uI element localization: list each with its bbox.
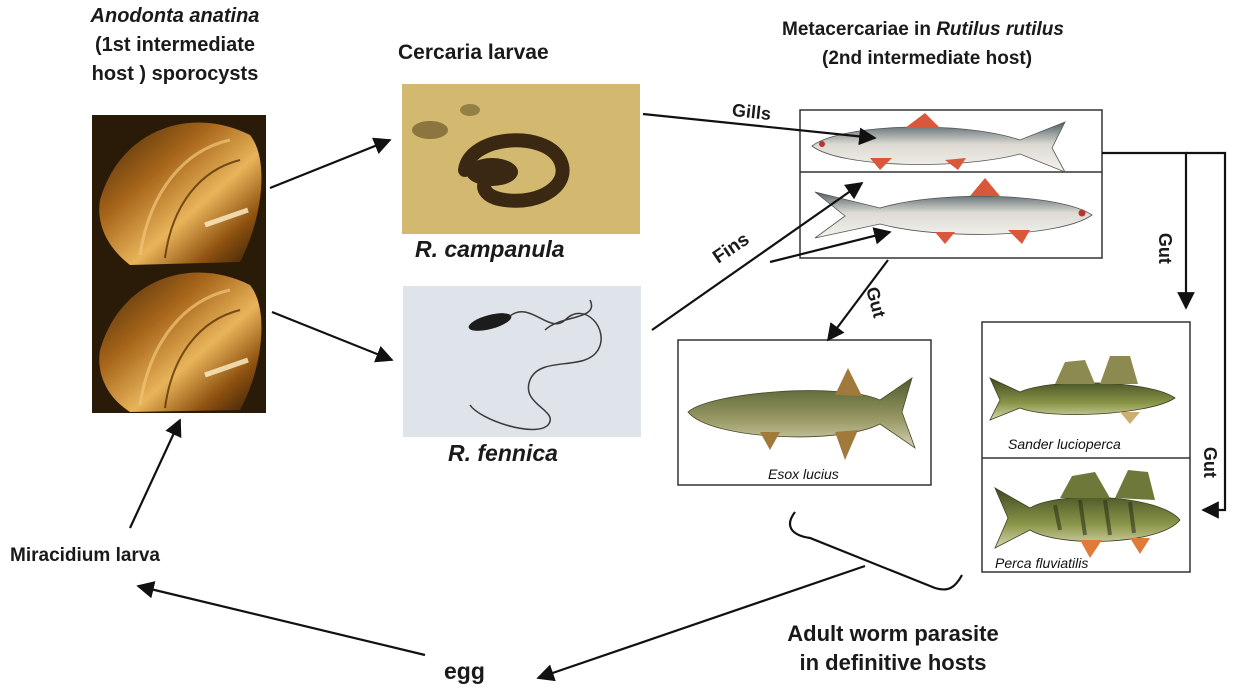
campanula-label: R. campanula bbox=[415, 236, 565, 262]
first-host-line3: host ) sporocysts bbox=[75, 63, 275, 86]
egg-label: egg bbox=[444, 658, 485, 684]
second-host-title: Metacercariae in Rutilus rutilus bbox=[782, 19, 1064, 41]
clam-photo-lower bbox=[92, 265, 266, 413]
perch-caption: Perca fluviatilis bbox=[995, 555, 1088, 571]
route-gut-zander: Gut bbox=[1154, 233, 1175, 264]
arrow-miracidium-to-clam bbox=[130, 420, 180, 528]
arrow-clam-to-campanula bbox=[270, 140, 390, 188]
second-host-title-prefix: Metacercariae in bbox=[782, 19, 936, 40]
campanula-photo bbox=[402, 84, 640, 234]
pike-box bbox=[678, 340, 931, 485]
second-host-title-species: Rutilus rutilus bbox=[936, 19, 1064, 40]
definitive-caption-line2: in definitive hosts bbox=[728, 650, 1058, 675]
first-host-species: Anodonta anatina bbox=[80, 5, 270, 28]
arrow-clam-to-fennica bbox=[272, 312, 392, 360]
arrow-gut-to-zander bbox=[1102, 153, 1186, 308]
cercaria-title: Cercaria larvae bbox=[398, 41, 549, 65]
route-gills: Gills bbox=[731, 100, 772, 125]
definitive-hosts-bracket bbox=[790, 512, 962, 589]
pike-caption: Esox lucius bbox=[768, 466, 839, 482]
first-host-line2: (1st intermediate bbox=[80, 34, 270, 57]
arrow-egg-to-miracidium bbox=[138, 586, 425, 655]
definitive-caption-line1: Adult worm parasite bbox=[728, 621, 1058, 646]
zander-caption: Sander lucioperca bbox=[1008, 436, 1121, 452]
fennica-photo bbox=[403, 286, 641, 437]
clam-photo-upper bbox=[92, 115, 266, 265]
route-gut-perch: Gut bbox=[1199, 447, 1220, 478]
miracidium-label: Miracidium larva bbox=[10, 545, 160, 567]
second-host-subtitle: (2nd intermediate host) bbox=[822, 48, 1032, 70]
fennica-label: R. fennica bbox=[448, 440, 558, 466]
